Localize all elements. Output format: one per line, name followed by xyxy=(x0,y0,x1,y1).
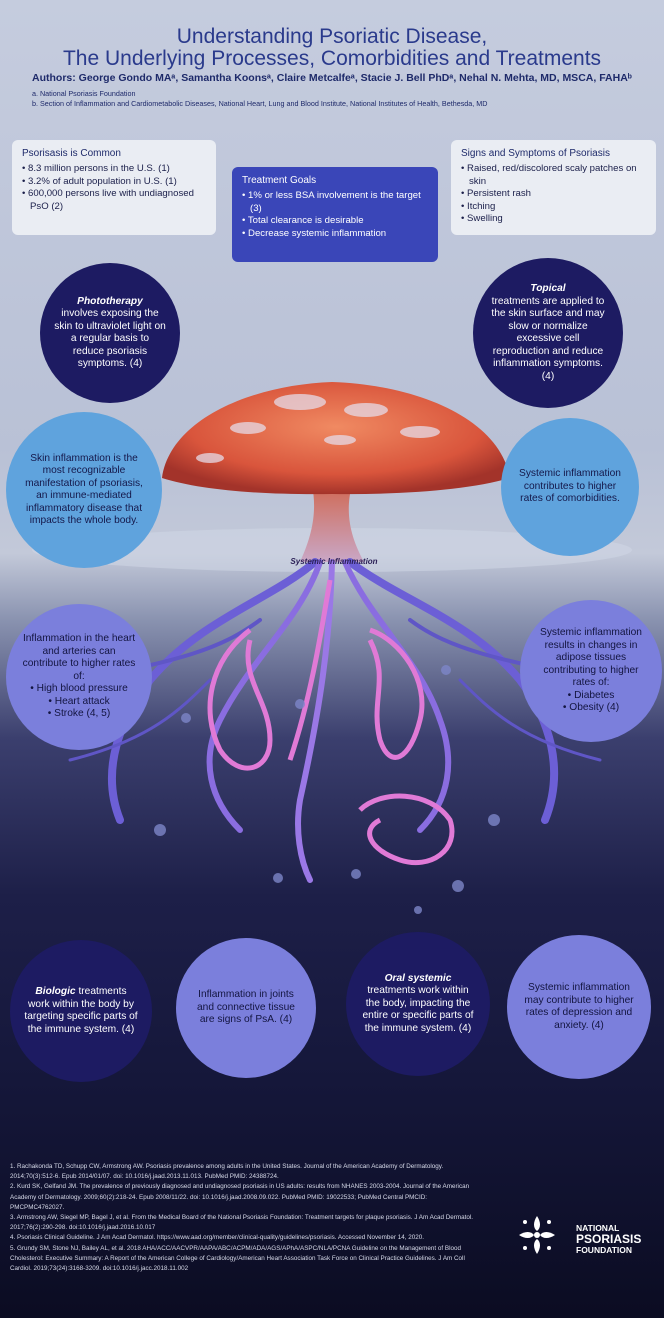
list-item: Stroke (4, 5) xyxy=(30,708,128,721)
systemic-comorbidities-text: Systemic inflammation contributes to hig… xyxy=(519,468,621,505)
list-item: Swelling xyxy=(461,213,646,226)
list-item: 8.3 million persons in the U.S. (1) xyxy=(22,163,206,176)
skin-inflammation-text: Skin inflammation is the most recognizab… xyxy=(25,452,143,527)
reference-item: 2. Kurd SK, Gelfand JM. The prevalence o… xyxy=(10,1183,470,1211)
adipose-circle: Systemic inflammation results in changes… xyxy=(520,600,662,742)
oral-systemic-term: Oral systemic xyxy=(384,972,452,984)
signs-card-title: Signs and Symptoms of Psoriasis xyxy=(461,148,610,159)
reference-item: 4. Psoriasis Clinical Guideline. J Am Ac… xyxy=(10,1234,425,1242)
authors: Authors: George Gondo MAᵃ, Samantha Koon… xyxy=(32,72,632,84)
list-item: Diabetes xyxy=(563,690,619,703)
prevalence-card: Psorisasis is Common 8.3 million persons… xyxy=(12,140,216,235)
phototherapy-text: involves exposing the skin to ultraviole… xyxy=(54,308,166,369)
biologic-circle: Biologic treatments work within the body… xyxy=(10,940,152,1082)
list-item: Heart attack xyxy=(30,696,128,709)
canopy-patches xyxy=(196,394,440,463)
reference-item: 1. Rachakonda TD, Schupp CW, Armstrong A… xyxy=(10,1163,444,1181)
tree-label: Systemic Inflammation xyxy=(290,557,377,566)
npf-logo-text: NATIONAL PSORIASIS FOUNDATION xyxy=(576,1223,641,1256)
signs-card: Signs and Symptoms of Psoriasis Raised, … xyxy=(451,140,656,235)
topical-circle: Topical treatments are applied to the sk… xyxy=(473,258,623,408)
biologic-term: Biologic xyxy=(35,986,76,997)
list-item: Itching xyxy=(461,201,646,214)
affiliation-a: a. National Psoriasis Foundation xyxy=(32,89,136,98)
cell-clusters xyxy=(154,665,500,914)
npf-logo-icon xyxy=(519,1216,555,1254)
title-line-2: The Underlying Processes, Comorbidities … xyxy=(62,47,602,70)
references: 1. Rachakonda TD, Schupp CW, Armstrong A… xyxy=(10,1162,480,1274)
treatment-goals-card: Treatment Goals 1% or less BSA involveme… xyxy=(232,167,438,262)
list-item: Raised, red/discolored scaly patches on … xyxy=(461,163,646,188)
skin-inflammation-circle: Skin inflammation is the most recognizab… xyxy=(6,412,162,568)
list-item: Decrease systemic inflammation xyxy=(242,228,428,241)
list-item: High blood pressure xyxy=(30,683,128,696)
biologic-text: treatments work within the body by targe… xyxy=(24,986,138,1035)
depression-circle: Systemic inflammation may contribute to … xyxy=(507,935,651,1079)
topical-text: treatments are applied to the skin surfa… xyxy=(491,295,605,382)
depression-text: Systemic inflammation may contribute to … xyxy=(524,982,634,1031)
heart-inflammation-text: Inflammation in the heart and arteries c… xyxy=(22,633,136,682)
treatment-goals-title: Treatment Goals xyxy=(242,175,317,186)
joints-text: Inflammation in joints and connective ti… xyxy=(197,989,295,1026)
joints-circle: Inflammation in joints and connective ti… xyxy=(176,938,316,1078)
page-title: Understanding Psoriatic Disease, The Und… xyxy=(0,26,664,70)
reference-item: 5. Grundy SM, Stone NJ, Bailey AL, et al… xyxy=(10,1244,465,1273)
tree-illustration: Systemic Inflammation xyxy=(32,382,632,914)
list-item: 3.2% of adult population in U.S. (1) xyxy=(22,176,206,189)
pink-vessels xyxy=(207,579,455,866)
logo-line-2: PSORIASIS xyxy=(576,1232,642,1246)
list-item: Persistent rash xyxy=(461,188,646,201)
reference-item: 3. Armstrong AW, Siegel MP, Bagel J, et … xyxy=(10,1214,474,1232)
phototherapy-term: Phototherapy xyxy=(77,295,143,307)
logo-line-3: FOUNDATION xyxy=(576,1245,633,1255)
oral-systemic-text: treatments work within the body, impacti… xyxy=(362,985,474,1034)
list-item: 1% or less BSA involvement is the target… xyxy=(242,190,428,215)
title-line-1: Understanding Psoriatic Disease, xyxy=(176,25,488,48)
tree-roots xyxy=(68,558,602,883)
list-item: 600,000 persons live with undiagnosed Ps… xyxy=(22,188,206,213)
heart-inflammation-circle: Inflammation in the heart and arteries c… xyxy=(6,604,152,750)
logo-line-1: NATIONAL xyxy=(576,1223,620,1233)
adipose-text: Systemic inflammation results in changes… xyxy=(540,627,642,689)
prevalence-card-title: Psorisasis is Common xyxy=(22,148,121,159)
oral-systemic-circle: Oral systemic treatments work within the… xyxy=(346,932,490,1076)
list-item: Total clearance is desirable xyxy=(242,215,428,228)
list-item: Obesity (4) xyxy=(563,702,619,715)
phototherapy-circle: Phototherapy involves exposing the skin … xyxy=(40,263,180,403)
systemic-comorbidities-circle: Systemic inflammation contributes to hig… xyxy=(501,418,639,556)
topical-term: Topical xyxy=(530,283,566,294)
affiliation-b: b. Section of Inflammation and Cardiomet… xyxy=(32,99,488,108)
